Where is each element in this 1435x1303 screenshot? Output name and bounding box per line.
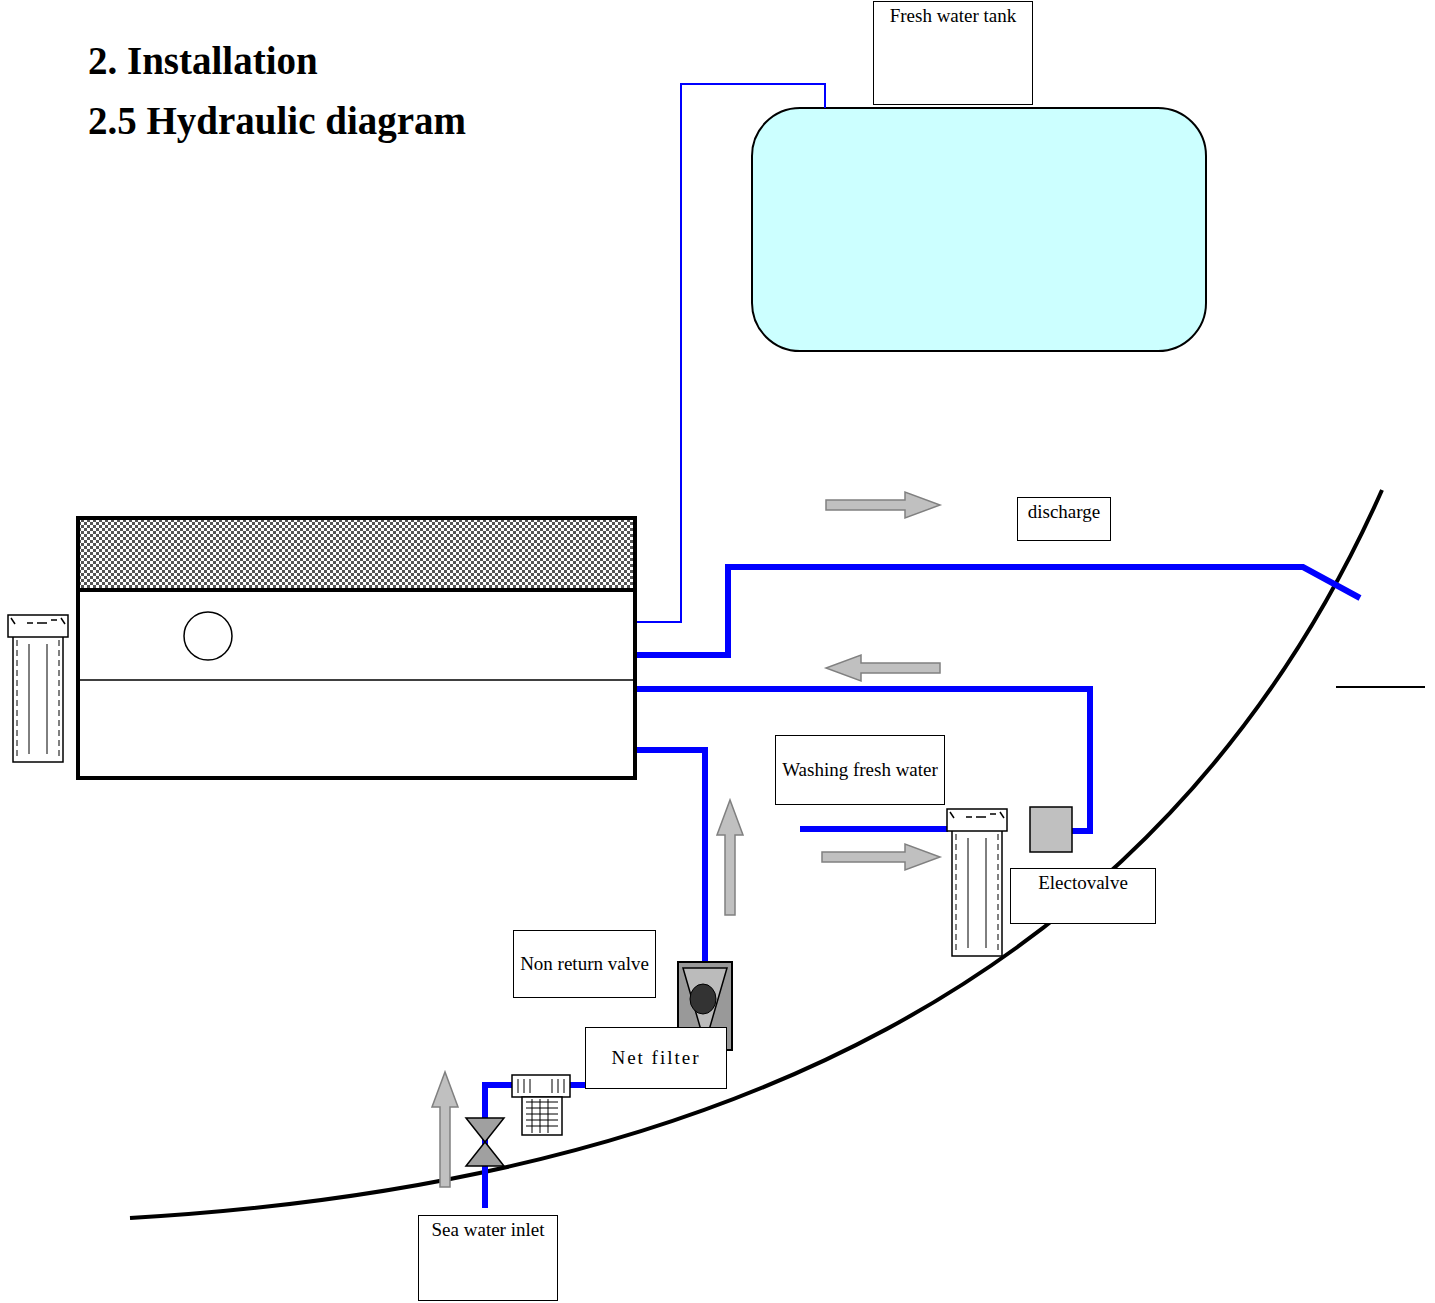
waterline <box>1336 686 1425 688</box>
label-box: discharge <box>1017 497 1111 541</box>
label-text: Electovalve <box>1038 872 1128 895</box>
label-box: Sea water inlet <box>418 1215 558 1301</box>
label-box: Fresh water tank <box>873 1 1033 105</box>
unit-top <box>78 518 635 590</box>
label-text: discharge <box>1028 501 1100 524</box>
label-text: Fresh water tank <box>890 5 1017 28</box>
electrovalve-symbol <box>1030 807 1072 852</box>
subsection-title: 2.5 Hydraulic diagram <box>88 100 466 143</box>
net-filter-head <box>512 1075 570 1097</box>
label-text: Non return valve <box>520 953 649 976</box>
label-box: Net filter <box>585 1027 727 1089</box>
fresh-water-tank <box>752 108 1206 351</box>
washing-pipe <box>800 826 948 832</box>
flow-arrow <box>432 1072 458 1187</box>
gauge <box>184 612 232 660</box>
label-text: Washing fresh water <box>782 759 938 782</box>
label-box: Electovalve <box>1010 868 1156 924</box>
flow-arrow <box>822 844 940 870</box>
flow-arrow <box>826 655 940 681</box>
unit-body <box>78 590 635 778</box>
prefilter <box>8 615 68 762</box>
section-title: 2. Installation <box>88 40 318 83</box>
label-box: Washing fresh water <box>775 735 945 805</box>
unit-divider <box>78 679 635 681</box>
sea-cock <box>466 1118 504 1166</box>
discharge-pipe <box>637 567 1360 655</box>
tank-fill-line <box>637 84 825 622</box>
net-filter-ribs <box>518 1079 564 1093</box>
net-filter-bowl <box>522 1097 562 1135</box>
label-box: Non return valve <box>513 930 656 998</box>
flow-arrow <box>717 800 743 915</box>
flow-arrow <box>826 492 940 518</box>
label-text: Net filter <box>611 1047 700 1070</box>
inlet-pipe <box>485 750 705 1208</box>
flow-arrows <box>432 492 940 1187</box>
valve-ball <box>690 984 716 1014</box>
label-text: Sea water inlet <box>432 1219 545 1242</box>
fresh-water-filter <box>947 809 1007 956</box>
net-filter-mesh <box>526 1099 558 1133</box>
